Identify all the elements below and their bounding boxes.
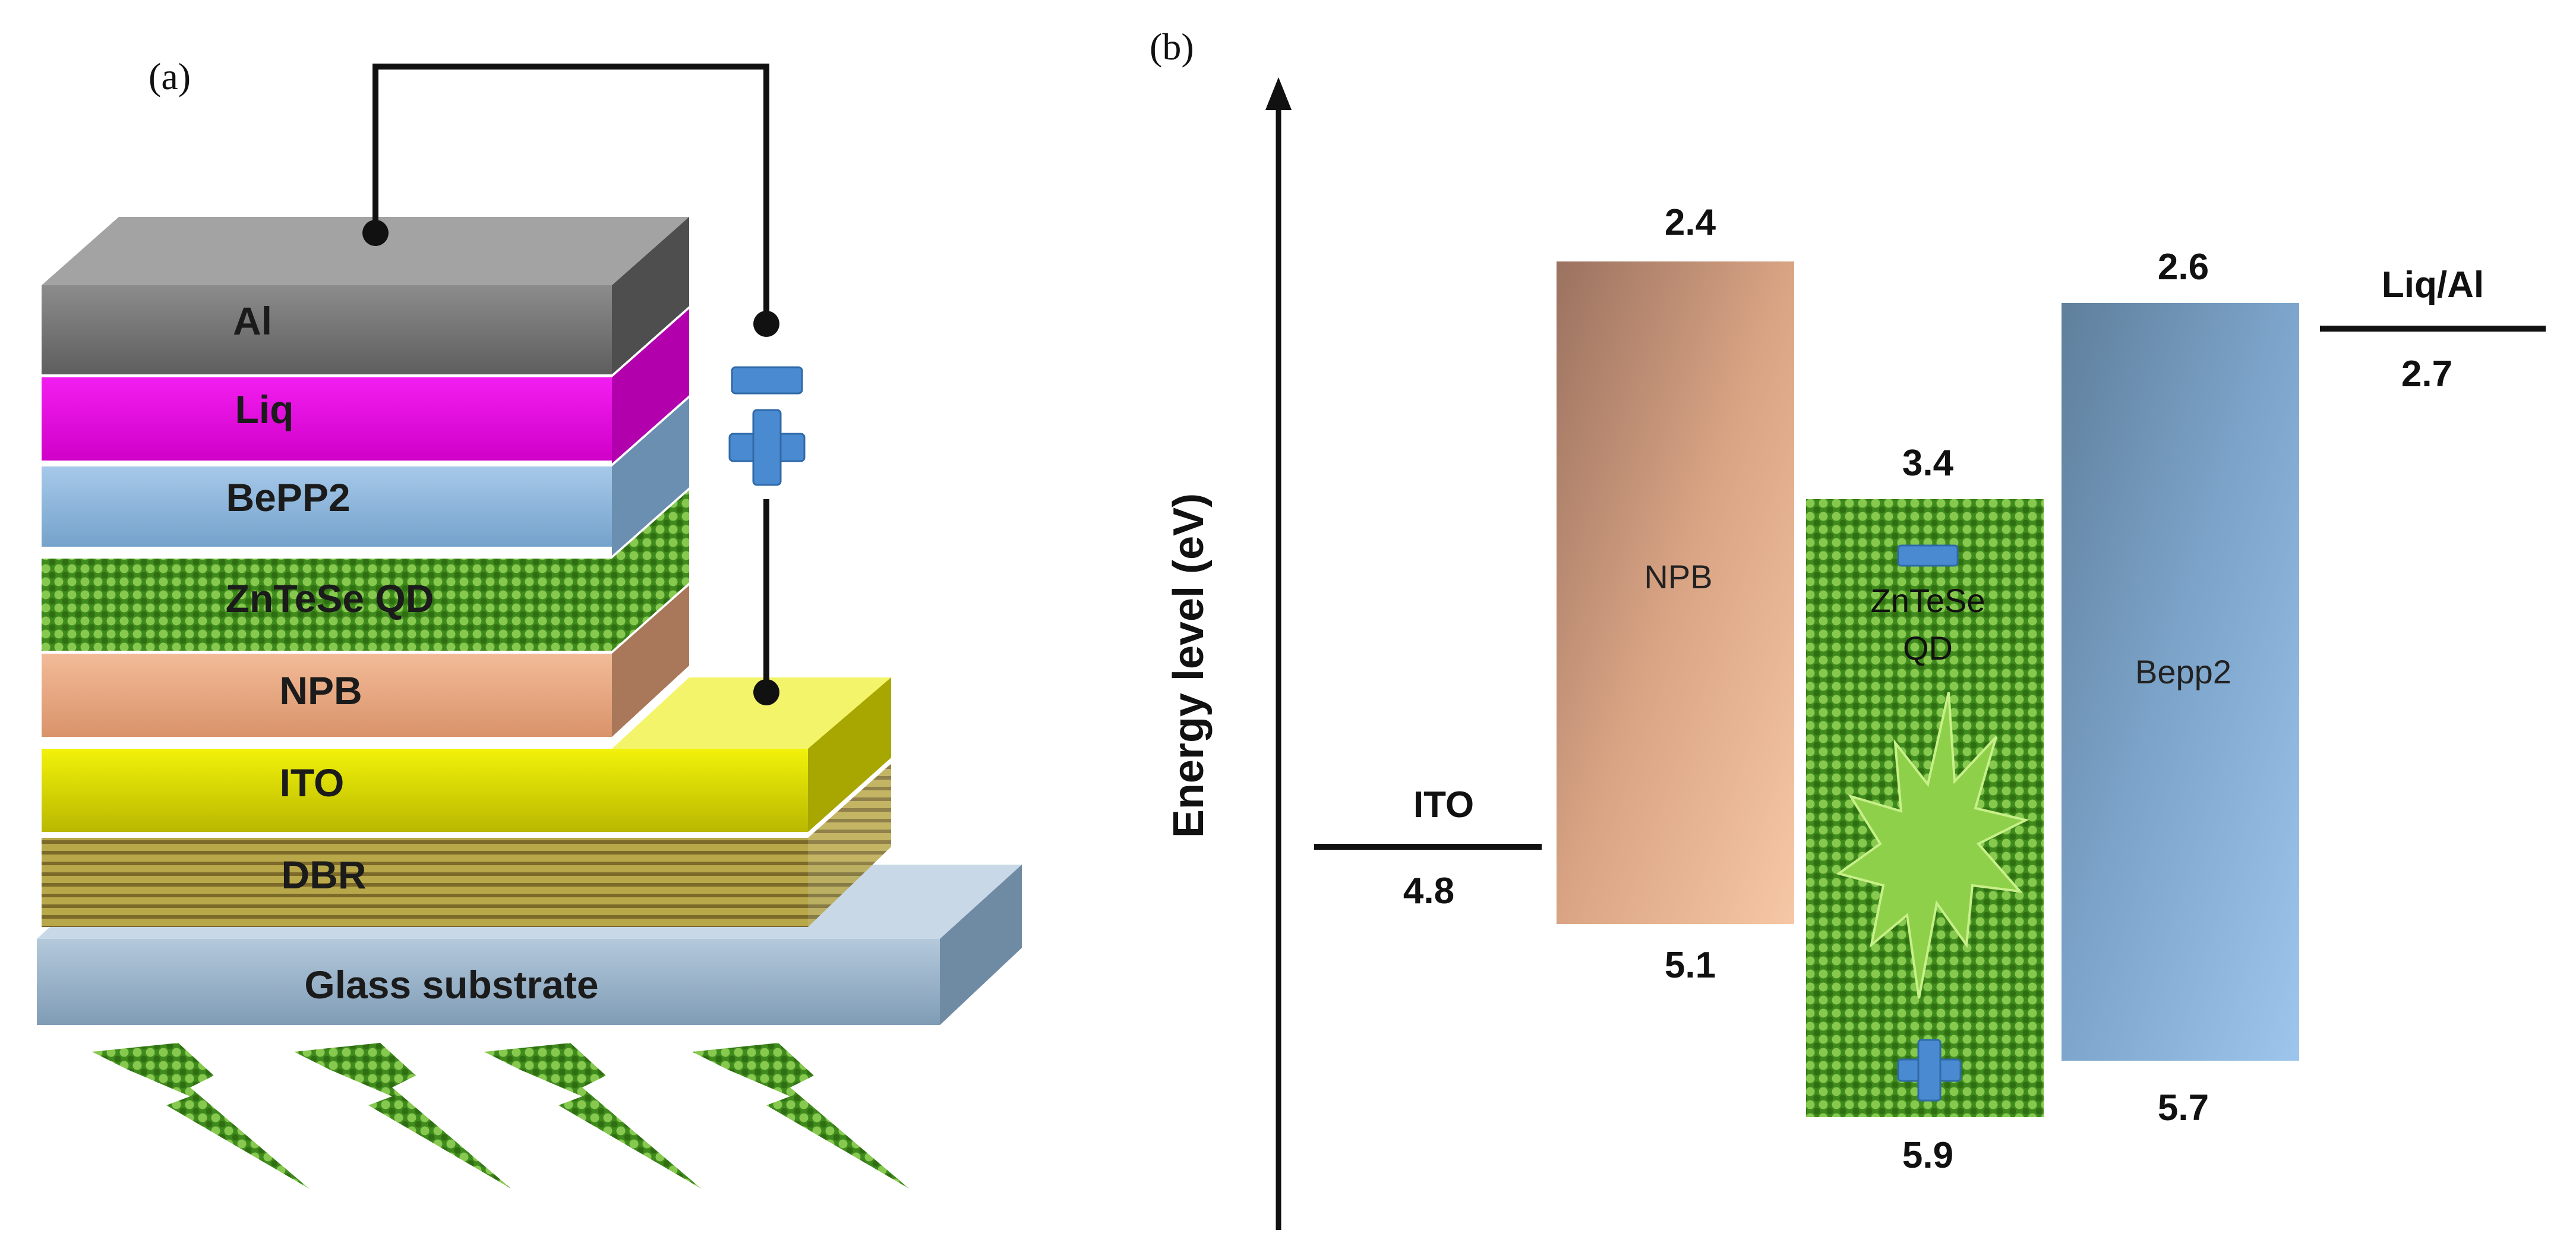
glass-substrate-label: Glass substrate bbox=[304, 963, 598, 1007]
al-layer-label: Al bbox=[233, 299, 272, 343]
cathode-level-value: 2.7 bbox=[2401, 354, 2452, 395]
dbr-layer: DBR bbox=[42, 764, 891, 927]
negative-contact-dot bbox=[753, 311, 779, 337]
plus-terminal-icon bbox=[728, 409, 806, 486]
ito-layer: ITO bbox=[42, 677, 891, 832]
energy-axis-label: Energy level (eV) bbox=[1165, 493, 1213, 838]
energy-axis bbox=[1265, 77, 1292, 1230]
panel-b-label: (b) bbox=[1150, 26, 1194, 68]
npb-layer: NPB bbox=[42, 585, 689, 737]
qd-box-label-line2: QD bbox=[1903, 629, 1953, 667]
minus-terminal-icon bbox=[731, 366, 803, 395]
cathode-level-name: Liq/Al bbox=[2382, 264, 2484, 305]
ito-level-name: ITO bbox=[1413, 784, 1474, 825]
emission-bolt-icon bbox=[484, 1043, 701, 1188]
npb-homo-value: 5.1 bbox=[1665, 945, 1716, 986]
bepp2-layer: BePP2 bbox=[42, 398, 689, 556]
bepp2-box-label: Bepp2 bbox=[2135, 653, 2231, 691]
bepp2-lumo-value: 2.6 bbox=[2158, 247, 2209, 288]
emission-bolt-icon bbox=[92, 1043, 309, 1188]
al-contact-dot bbox=[362, 220, 389, 246]
qd-box-label-line1: ZnTeSe bbox=[1871, 582, 1985, 619]
liq-layer: Liq bbox=[42, 309, 689, 464]
panel-a-label: (a) bbox=[149, 55, 191, 97]
npb-box-label: NPB bbox=[1644, 558, 1712, 595]
npb-layer-label: NPB bbox=[279, 669, 362, 712]
ito-label: ITO bbox=[280, 761, 345, 805]
hole-plus-icon bbox=[1897, 1039, 1962, 1102]
qd-layer: ZnTeSe QD bbox=[42, 490, 689, 651]
circuit-wire bbox=[372, 64, 769, 692]
qd-vb-value: 5.9 bbox=[1902, 1135, 1953, 1176]
bepp2-layer-label: BePP2 bbox=[226, 475, 350, 519]
qd-cb-value: 3.4 bbox=[1902, 443, 1954, 484]
dbr-label: DBR bbox=[282, 853, 367, 897]
emission-burst-icon bbox=[1836, 692, 2029, 999]
ito-level-value: 4.8 bbox=[1403, 871, 1454, 912]
ito-contact-dot bbox=[753, 679, 779, 705]
al-layer: Al bbox=[42, 217, 689, 374]
npb-lumo-value: 2.4 bbox=[1665, 202, 1716, 243]
emission-bolt-icons bbox=[92, 1043, 909, 1188]
emission-bolt-icon bbox=[692, 1043, 909, 1188]
liq-layer-label: Liq bbox=[235, 387, 294, 431]
bepp2-energy-box bbox=[2062, 303, 2299, 1061]
npb-energy-box bbox=[1557, 261, 1794, 924]
emission-bolt-icon bbox=[294, 1043, 511, 1188]
qd-layer-label: ZnTeSe QD bbox=[226, 576, 434, 620]
bepp2-homo-value: 5.7 bbox=[2158, 1087, 2209, 1128]
electron-minus-icon bbox=[1897, 544, 1959, 567]
